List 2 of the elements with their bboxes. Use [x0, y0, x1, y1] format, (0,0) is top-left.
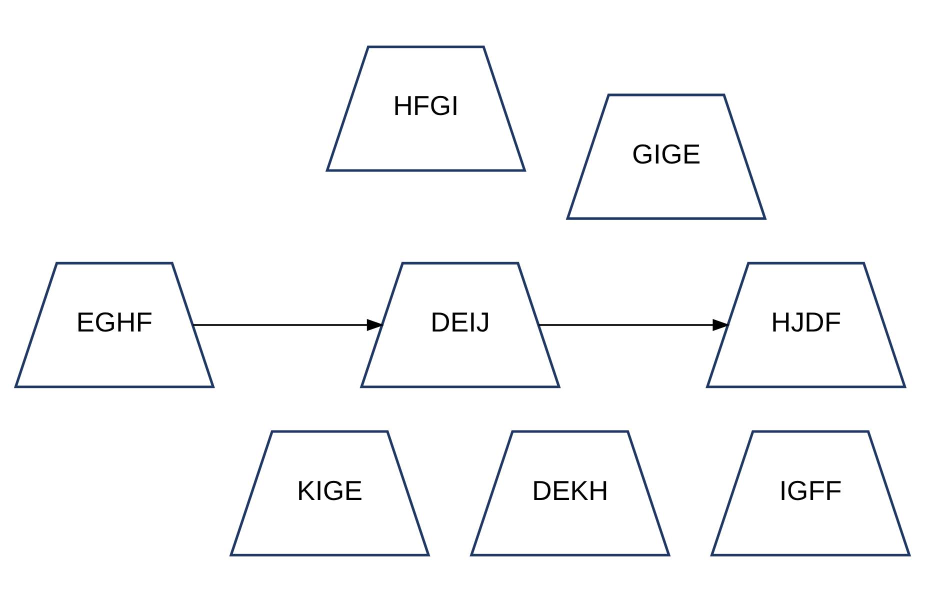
arrow: [538, 319, 730, 332]
arrow: [192, 319, 384, 332]
